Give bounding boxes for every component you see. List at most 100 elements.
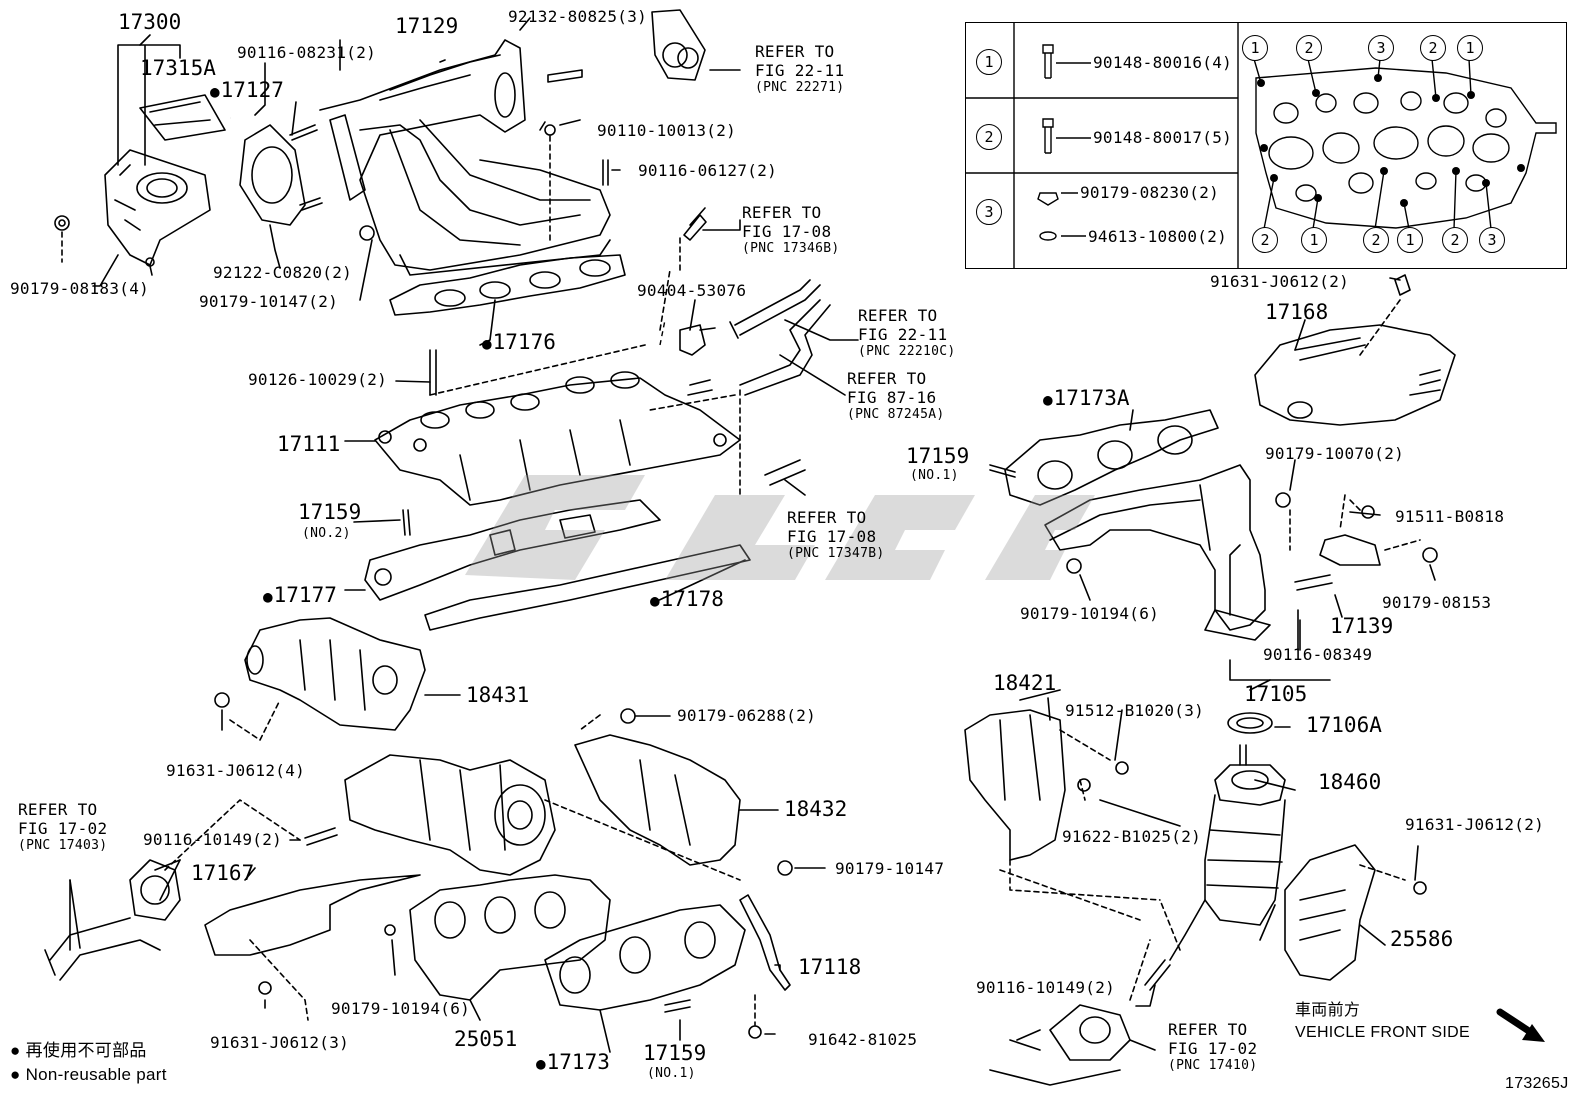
legend-note-jp: ● 再使用不可部品	[10, 1042, 147, 1060]
part-label-25051: 25051	[454, 1027, 518, 1051]
bracket-17118-drawing	[739, 894, 791, 991]
part-label-91631-j0612-lower-right: 91631-J0612(2)	[1405, 815, 1545, 834]
gasket-17167-drawing	[129, 859, 181, 921]
intake-manifold-lower-drawing	[374, 371, 741, 506]
refer-line: REFER TO	[787, 508, 867, 527]
part-label-17173a: 17173A	[1043, 386, 1130, 412]
refer-line: FIG 17-08	[787, 527, 877, 546]
refer-line: REFER TO	[742, 203, 822, 222]
refer-note-17410: REFER TO FIG 17-02 (PNC 17410)	[1168, 1020, 1257, 1073]
part-label-90179-08183: 90179-08183(4)	[10, 279, 150, 298]
legend-part-90179-08230: 90179-08230(2)	[1080, 183, 1220, 202]
legend-part-94613-10800: 94613-10800(2)	[1088, 227, 1228, 246]
pattern-mark-top-1: 1	[1242, 35, 1268, 61]
legend-part-90148-80017: 90148-80017(5)	[1093, 128, 1233, 147]
pattern-mark-top-3: 3	[1368, 35, 1394, 61]
legend-grid	[966, 23, 1557, 268]
refer-line: FIG 22-11	[755, 61, 845, 80]
part-label-91622-b1025: 91622-B1025(2)	[1062, 827, 1202, 846]
part-label-17178: 17178	[650, 587, 724, 613]
part-label-17159-no1-right-sub: (NO.1)	[910, 468, 959, 483]
gasket-17106a-drawing	[1227, 712, 1273, 734]
part-label-90116-10149-left: 90116-10149(2)	[143, 830, 283, 849]
refer-note-22210c: REFER TO FIG 22-11 (PNC 22210C)	[858, 306, 956, 359]
refer-line: REFER TO	[755, 42, 835, 61]
part-label-90179-10194-left: 90179-10194(6)	[331, 999, 471, 1018]
part-label-91631-j0612-top-right: 91631-J0612(2)	[1210, 272, 1350, 291]
refer-line: FIG 17-02	[1168, 1039, 1258, 1058]
legend-note-en-text: Non-reusable part	[25, 1065, 167, 1084]
part-label-17168: 17168	[1265, 300, 1329, 324]
part-label-92122-c0820: 92122-C0820(2)	[213, 263, 353, 282]
exhaust-manifold-right-drawing	[1044, 464, 1271, 641]
vehicle-front-jp: 車両前方	[1295, 1002, 1361, 1019]
part-label-91631-j0612-4: 91631-J0612(4)	[166, 761, 306, 780]
refer-note-17403: REFER TO FIG 17-02 (PNC 17403)	[18, 800, 107, 853]
heat-insulator-18432-drawing	[574, 734, 741, 866]
legend-part-90148-80016: 90148-80016(4)	[1093, 53, 1233, 72]
part-label-25586: 25586	[1390, 927, 1454, 951]
refer-line: (PNC 22210C)	[858, 344, 956, 359]
legend-note-en: ● Non-reusable part	[10, 1066, 167, 1084]
throttle-body-drawing	[104, 149, 211, 276]
gasket-17178-drawing	[424, 544, 751, 631]
part-label-91512-b1020: 91512-B1020(3)	[1065, 701, 1205, 720]
part-label-90179-10194-right: 90179-10194(6)	[1020, 604, 1160, 623]
watermark-logo	[465, 475, 1095, 580]
part-label-17300: 17300	[118, 10, 182, 34]
gasket-17173-drawing	[544, 904, 746, 1011]
refer-line: REFER TO	[1168, 1020, 1248, 1039]
part-label-17127: 17127	[210, 78, 284, 104]
refer-line: (PNC 17347B)	[787, 546, 885, 561]
gasket-17173a-drawing	[1004, 409, 1219, 506]
part-label-18432: 18432	[784, 797, 848, 821]
refer-line: FIG 17-02	[18, 819, 108, 838]
bracket-18421-drawing	[964, 709, 1066, 861]
part-label-17177: 17177	[263, 583, 337, 609]
non-reusable-dot-icon: ●	[10, 1041, 26, 1060]
part-label-17105: 17105	[1244, 682, 1308, 706]
refer-line: FIG 17-08	[742, 222, 832, 241]
heat-insulator-18431-drawing	[244, 617, 426, 731]
part-label-90126-10029: 90126-10029(2)	[248, 370, 388, 389]
part-label-17111: 17111	[277, 432, 341, 456]
part-label-90116-08349: 90116-08349	[1263, 645, 1373, 664]
refer-line: REFER TO	[18, 800, 98, 819]
refer-line: (PNC 22271)	[755, 80, 845, 95]
part-label-90116-08231: 90116-08231(2)	[237, 43, 377, 62]
heat-insulator-17168-drawing	[1254, 324, 1456, 426]
part-label-17159-no1-bottom-sub: (NO.1)	[647, 1066, 696, 1081]
catalytic-converter-18460-drawing	[1169, 744, 1286, 961]
part-label-17176: 17176	[482, 330, 556, 356]
heat-insulator-25586-drawing	[1284, 844, 1376, 981]
part-label-17129: 17129	[395, 14, 459, 38]
part-label-17106a: 17106A	[1306, 713, 1382, 737]
refer-line: REFER TO	[858, 306, 938, 325]
pattern-mark-top-2: 2	[1296, 35, 1322, 61]
part-label-18431: 18431	[466, 683, 530, 707]
intake-manifold-upper-drawing	[319, 39, 611, 276]
part-label-90179-10147-2: 90179-10147(2)	[199, 292, 339, 311]
part-label-91631-j0612-3: 91631-J0612(3)	[210, 1033, 350, 1052]
legend-row-3-mark: 3	[976, 199, 1002, 225]
pattern-mark-bottom-4: 1	[1397, 227, 1423, 253]
pattern-mark-bottom-1: 2	[1252, 227, 1278, 253]
part-label-17167: 17167	[191, 861, 255, 885]
refer-note-17346b: REFER TO FIG 17-08 (PNC 17346B)	[742, 203, 840, 256]
part-label-17139: 17139	[1330, 614, 1394, 638]
part-label-90116-06127: 90116-06127(2)	[638, 161, 778, 180]
legend-row-1-mark: 1	[976, 49, 1002, 75]
part-label-18460: 18460	[1318, 770, 1382, 794]
part-label-17173: 17173	[536, 1050, 610, 1076]
legend-note-jp-text: 再使用不可部品	[25, 1041, 147, 1060]
part-label-17159-no2-sub: (NO.2)	[302, 526, 351, 541]
pattern-mark-top-4: 2	[1420, 35, 1446, 61]
refer-line: (PNC 17410)	[1168, 1058, 1258, 1073]
part-label-17159-no1-right: 17159	[906, 444, 970, 468]
part-label-90179-06288: 90179-06288(2)	[677, 706, 817, 725]
pattern-mark-bottom-5: 2	[1442, 227, 1468, 253]
part-label-90179-10147: 90179-10147	[835, 859, 945, 878]
non-reusable-dot-icon: ●	[10, 1065, 26, 1084]
